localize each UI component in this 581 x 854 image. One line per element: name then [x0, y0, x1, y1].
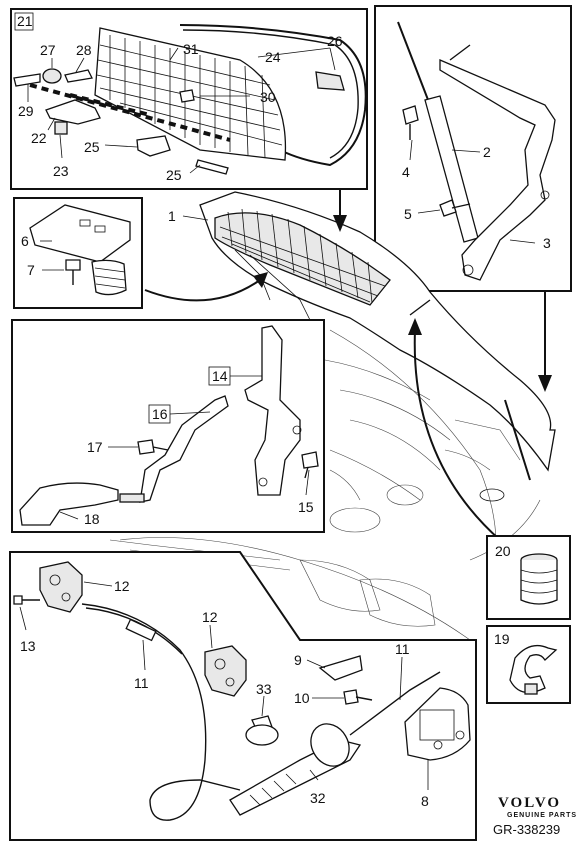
- callout-10: 10: [294, 690, 310, 706]
- callout-32: 32: [310, 790, 326, 806]
- callout-1: 1: [168, 208, 176, 224]
- brand-logo: VOLVO: [498, 795, 561, 811]
- callout-19: 19: [494, 631, 510, 647]
- callout-11a: 11: [134, 675, 149, 691]
- callout-6: 6: [21, 233, 29, 249]
- callout-25a: 25: [84, 139, 100, 155]
- callout-25b: 25: [166, 167, 182, 183]
- callout-27: 27: [40, 42, 56, 58]
- grille-panel: 21: [10, 8, 368, 190]
- callout-13: 13: [20, 638, 36, 654]
- bumper-stop-panel: 6 7: [13, 197, 143, 309]
- callout-5: 5: [404, 206, 412, 222]
- strut-panel: 4 2 5 3: [374, 5, 572, 292]
- callout-16: 16: [152, 406, 168, 422]
- damper-panel: 20: [486, 535, 571, 620]
- callout-14: 14: [212, 368, 228, 384]
- callout-23: 23: [53, 163, 69, 179]
- connection-arrows: [144, 190, 552, 541]
- callout-18: 18: [84, 511, 100, 527]
- callout-30: 30: [260, 89, 276, 105]
- brand-block: VOLVO GENUINE PARTS GR-338239: [493, 795, 577, 837]
- cable-latch-panel: 12 13 11 12 33 32 9 10 11 8: [9, 551, 477, 841]
- callout-3: 3: [543, 235, 551, 251]
- callout-4: 4: [402, 164, 410, 180]
- bracket-panel: 14 16 17 15 18: [11, 319, 325, 533]
- callout-28: 28: [76, 42, 92, 58]
- callout-24: 24: [265, 49, 281, 65]
- callout-22: 22: [31, 130, 47, 146]
- callout-box-21: [14, 12, 34, 31]
- callout-2: 2: [483, 144, 491, 160]
- callout-33: 33: [256, 681, 272, 697]
- callout-29: 29: [18, 103, 34, 119]
- brand-subtitle: GENUINE PARTS: [507, 812, 577, 819]
- callout-12b: 12: [202, 609, 218, 625]
- callout-15: 15: [298, 499, 314, 515]
- callout-26: 26: [327, 33, 343, 49]
- callout-17: 17: [87, 439, 103, 455]
- callout-12a: 12: [114, 578, 130, 594]
- callout-11b: 11: [395, 641, 410, 657]
- clip-panel: 19: [486, 625, 571, 704]
- figure-number: GR-338239: [493, 822, 560, 837]
- callout-9: 9: [294, 652, 302, 668]
- callout-8: 8: [421, 793, 429, 809]
- callout-21: 21: [17, 13, 33, 29]
- callout-7: 7: [27, 262, 35, 278]
- callout-20: 20: [495, 543, 511, 559]
- callout-31: 31: [183, 41, 199, 57]
